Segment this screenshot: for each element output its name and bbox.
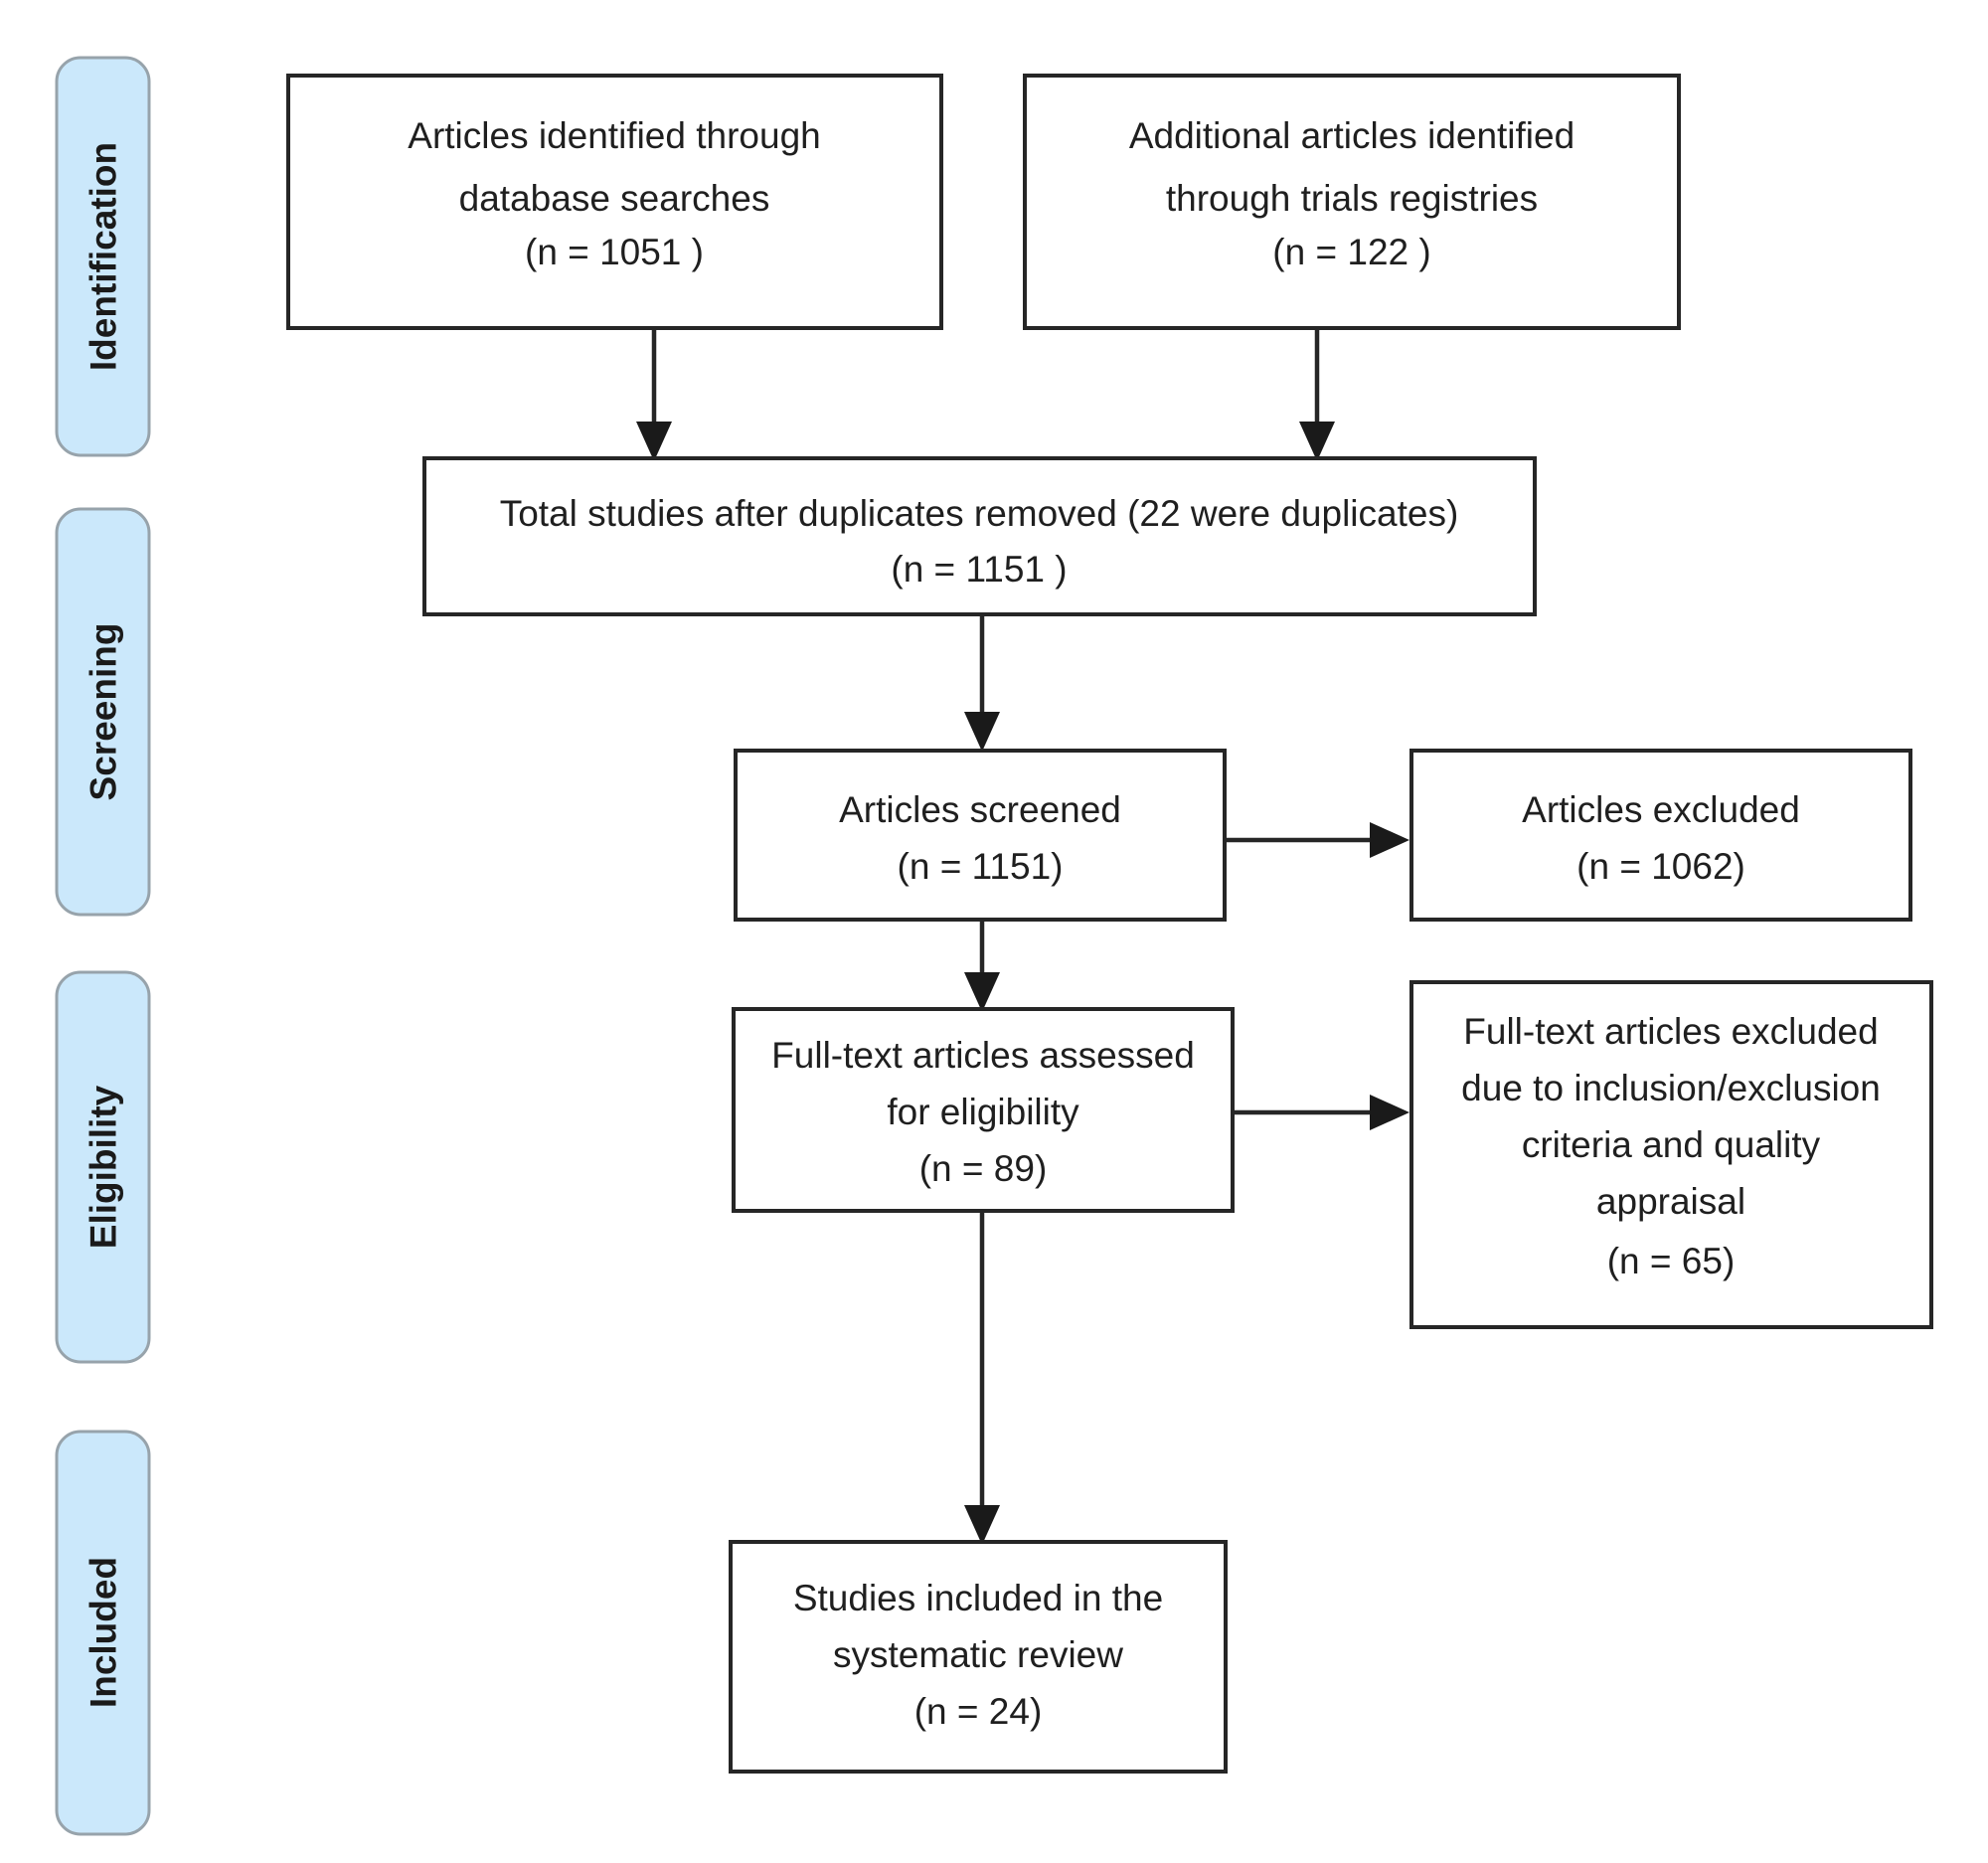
node-line-database-searches-3: (n = 1051 ): [525, 232, 704, 272]
node-line-articles-screened-2: (n = 1151): [898, 846, 1064, 887]
node-box-articles-screened[interactable]: [734, 749, 1227, 922]
connector-registries-to-duplicates: [1299, 327, 1335, 461]
node-trials-registries[interactable]: Additional articles identified through t…: [1023, 74, 1681, 330]
node-articles-screened[interactable]: Articles screened (n = 1151): [734, 749, 1227, 922]
node-studies-included[interactable]: Studies included in the systematic revie…: [729, 1540, 1228, 1774]
node-line-trials-registries-2: through trials registries: [1166, 178, 1538, 219]
node-line-articles-screened-1: Articles screened: [839, 789, 1121, 830]
node-fulltext-excluded[interactable]: Full-text articles excluded due to inclu…: [1409, 980, 1933, 1329]
node-database-searches[interactable]: Articles identified through database sea…: [286, 74, 943, 330]
node-line-duplicates-removed-2: (n = 1151 ): [891, 549, 1067, 590]
stage-label-included: Included: [83, 1557, 124, 1708]
stage-label-screening: Screening: [83, 623, 124, 801]
arrowhead-icon: [636, 422, 672, 461]
node-line-trials-registries-1: Additional articles identified: [1129, 115, 1574, 156]
connector-database-to-duplicates: [636, 327, 672, 461]
node-line-fulltext-excluded-1: Full-text articles excluded: [1463, 1011, 1878, 1052]
node-line-fulltext-excluded-2: due to inclusion/exclusion: [1461, 1068, 1881, 1108]
node-line-fulltext-excluded-4: appraisal: [1596, 1181, 1745, 1222]
node-line-fulltext-excluded-3: criteria and quality: [1522, 1124, 1821, 1165]
node-articles-excluded[interactable]: Articles excluded (n = 1062): [1409, 749, 1912, 922]
arrowhead-icon: [964, 972, 1000, 1012]
node-line-studies-included-2: systematic review: [833, 1634, 1123, 1675]
stage-pill-eligibility: Eligibility: [55, 970, 151, 1364]
node-duplicates-removed[interactable]: Total studies after duplicates removed (…: [422, 456, 1537, 616]
connector-fulltext-to-included: [964, 1211, 1000, 1545]
arrowhead-icon: [1370, 1095, 1409, 1130]
node-line-fulltext-excluded-5: (n = 65): [1607, 1241, 1736, 1281]
node-line-fulltext-assessed-2: for eligibility: [887, 1092, 1079, 1132]
node-box-trials-registries[interactable]: [1023, 74, 1681, 330]
node-line-articles-excluded-2: (n = 1062): [1576, 846, 1745, 887]
stage-label-identification: Identification: [83, 142, 124, 371]
node-line-database-searches-2: database searches: [459, 178, 770, 219]
stage-pill-shape-identification: [55, 56, 151, 457]
stage-pill-screening: Screening: [55, 507, 151, 917]
node-line-fulltext-assessed-1: Full-text articles assessed: [771, 1035, 1195, 1076]
arrowhead-icon: [964, 1505, 1000, 1545]
arrowhead-icon: [1299, 422, 1335, 461]
arrowhead-icon: [964, 712, 1000, 752]
node-line-trials-registries-3: (n = 122 ): [1272, 232, 1430, 272]
stage-pill-identification: Identification: [55, 56, 151, 457]
node-box-fulltext-assessed[interactable]: [732, 1007, 1235, 1213]
connector-fulltext-to-fulltext-excluded: [1233, 1095, 1409, 1130]
node-line-duplicates-removed-1: Total studies after duplicates removed (…: [500, 493, 1459, 534]
node-line-articles-excluded-1: Articles excluded: [1522, 789, 1800, 830]
node-line-studies-included-3: (n = 24): [914, 1691, 1043, 1732]
connector-screened-to-excluded: [1225, 822, 1409, 858]
node-line-database-searches-1: Articles identified through: [408, 115, 820, 156]
node-line-studies-included-1: Studies included in the: [793, 1578, 1163, 1618]
node-box-database-searches[interactable]: [286, 74, 943, 330]
stage-pill-shape-included: [55, 1430, 151, 1836]
stage-pill-included: Included: [55, 1430, 151, 1836]
node-box-fulltext-excluded[interactable]: [1409, 980, 1933, 1329]
node-fulltext-assessed[interactable]: Full-text articles assessed for eligibil…: [732, 1007, 1235, 1213]
node-box-duplicates-removed[interactable]: [422, 456, 1537, 616]
stage-label-eligibility: Eligibility: [83, 1085, 124, 1249]
node-box-studies-included[interactable]: [729, 1540, 1228, 1774]
connector-duplicates-to-screened: [964, 614, 1000, 752]
node-line-fulltext-assessed-3: (n = 89): [919, 1148, 1048, 1189]
stage-pill-shape-eligibility: [55, 970, 151, 1364]
node-box-articles-excluded[interactable]: [1409, 749, 1912, 922]
arrowhead-icon: [1370, 822, 1409, 858]
connector-screened-to-fulltext: [964, 920, 1000, 1012]
stage-pill-shape-screening: [55, 507, 151, 917]
